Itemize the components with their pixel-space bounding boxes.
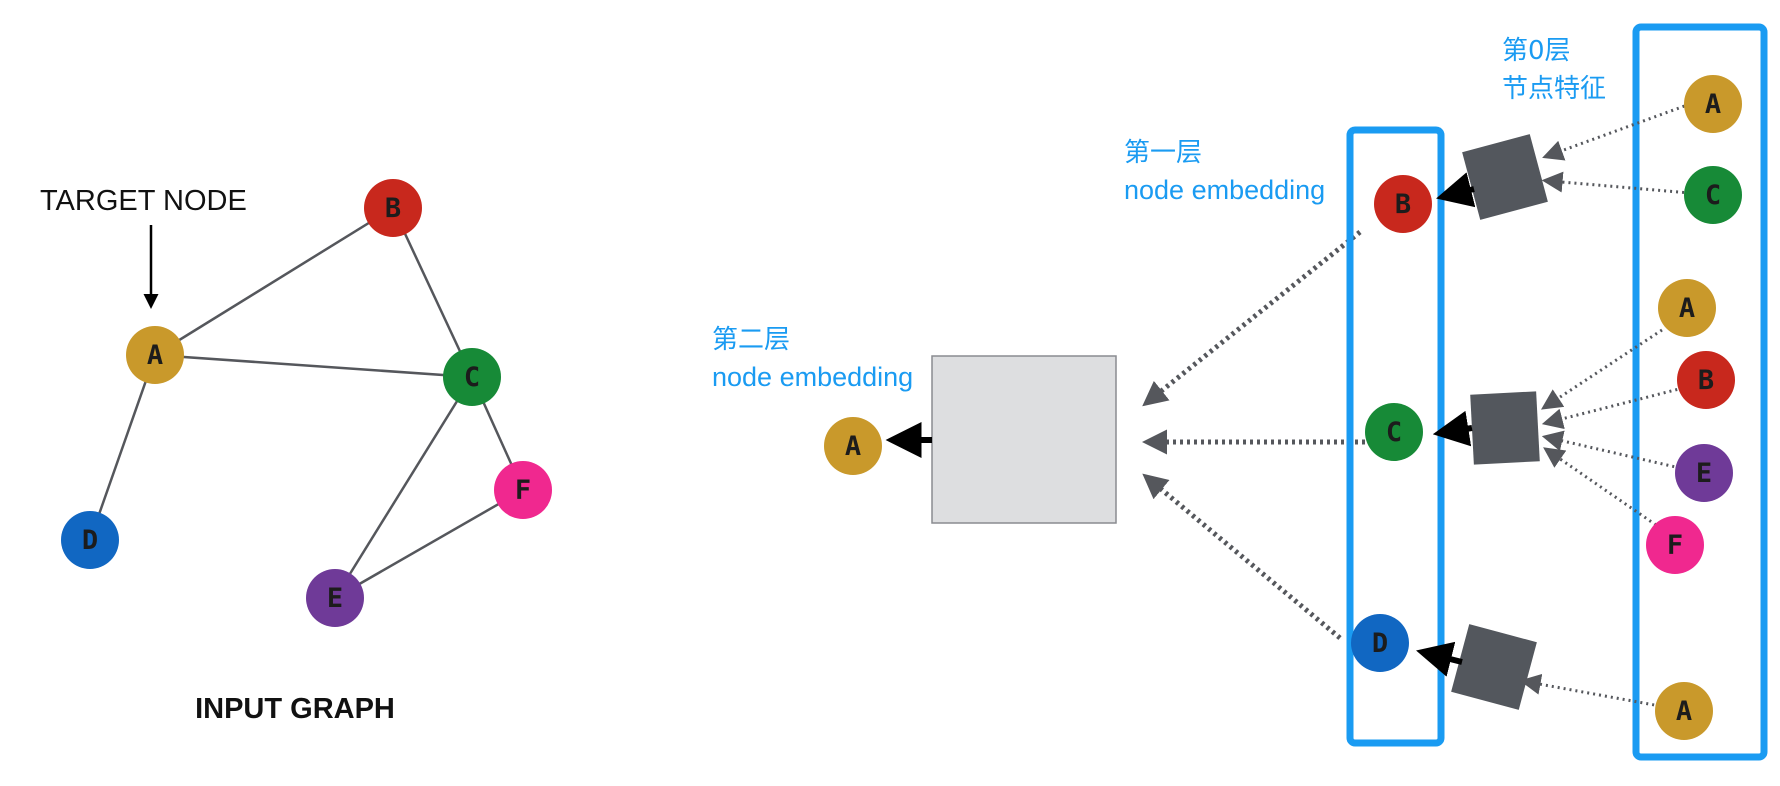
layer0-title-line2: 节点特征 (1502, 74, 1606, 104)
edge-e-f (334, 488, 524, 600)
layer2-output-node-a: A (824, 417, 882, 475)
svg-text:F: F (1667, 530, 1683, 561)
layer1-node-d: D (1351, 614, 1409, 672)
edge-a-d (88, 354, 157, 541)
layer0: 第0层 节点特征 A C A B (1502, 23, 1768, 761)
layer1-node-c: C (1365, 403, 1423, 461)
dotted-d-to-agg2 (1142, 473, 1342, 640)
dotted-f-to-agg-c (1543, 447, 1657, 527)
dotted-a-to-agg-c (1540, 328, 1663, 410)
layer0-b-neighbor-c: C (1684, 166, 1742, 224)
svg-text:C: C (464, 362, 480, 393)
svg-text:D: D (82, 525, 98, 556)
layer0-title-line1: 第0层 (1502, 36, 1571, 66)
graph-node-a: A (126, 326, 184, 384)
svg-text:F: F (515, 475, 531, 506)
svg-text:B: B (1395, 189, 1411, 220)
dotted-b-to-agg-c (1541, 386, 1684, 430)
svg-text:E: E (1696, 458, 1712, 489)
graph-node-c: C (443, 348, 501, 406)
aggregator-c (1470, 391, 1540, 465)
svg-text:A: A (1679, 293, 1695, 324)
input-graph-edges (88, 206, 525, 600)
edge-c-e (333, 376, 474, 599)
svg-text:D: D (1372, 628, 1388, 659)
layer2: 第二层 node embedding A (712, 230, 1365, 640)
layer1-node-b: B (1374, 175, 1432, 233)
layer0-c-neighbor-b: B (1677, 351, 1735, 409)
layer1-title: 第一层 (1124, 138, 1202, 168)
dotted-a-to-agg-b (1542, 102, 1691, 161)
dotted-a-to-agg-d (1519, 673, 1661, 708)
layer0-c-neighbor-a: A (1658, 279, 1716, 337)
layer0-d-neighbor-a: A (1655, 682, 1713, 740)
svg-text:A: A (845, 431, 861, 462)
graph-node-e: E (306, 569, 364, 627)
svg-text:C: C (1705, 180, 1721, 211)
svg-text:A: A (1705, 89, 1721, 120)
layer0-b-neighbor-a: A (1684, 75, 1742, 133)
edge-a-b (154, 206, 394, 357)
edge-a-c (154, 353, 473, 379)
layer0-c-neighbor-e: E (1675, 444, 1733, 502)
layer0-c-neighbor-f: F (1646, 516, 1704, 574)
dotted-e-to-agg-c (1541, 430, 1681, 470)
agg-to-b-arrow (1436, 172, 1476, 208)
input-graph: TARGET NODE A B C D E F INPUT GRAPH (40, 179, 552, 725)
layer2-aggregator (931, 355, 1117, 524)
svg-text:B: B (385, 193, 401, 224)
agg-to-d-arrow (1416, 641, 1463, 677)
agg-to-c-arrow (1432, 410, 1473, 447)
graph-node-f: F (494, 461, 552, 519)
graph-node-b: B (364, 179, 422, 237)
target-node-label: TARGET NODE (40, 185, 247, 217)
layer2-title: 第二层 (712, 325, 790, 355)
input-graph-caption: INPUT GRAPH (195, 693, 395, 725)
svg-text:A: A (147, 340, 163, 371)
svg-text:E: E (327, 583, 343, 614)
svg-text:B: B (1698, 365, 1714, 396)
edge-b-c (391, 207, 474, 378)
svg-text:C: C (1386, 417, 1402, 448)
layer2-subtitle: node embedding (712, 362, 913, 392)
dotted-b-to-agg2 (1142, 230, 1362, 407)
layer0-box (1632, 23, 1768, 761)
graph-node-d: D (61, 511, 119, 569)
dotted-c-to-agg-b (1541, 171, 1691, 195)
layer1: 第一层 node embedding B C D (1124, 126, 1548, 747)
aggregator-b (1462, 134, 1548, 220)
layer1-subtitle: node embedding (1124, 175, 1325, 205)
aggregator-d (1451, 624, 1537, 710)
svg-text:A: A (1676, 696, 1692, 727)
